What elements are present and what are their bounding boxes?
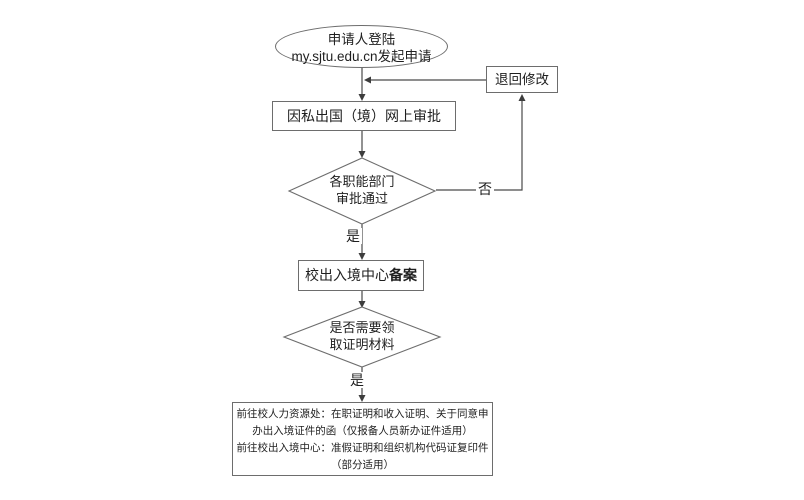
node-start-terminal: 申请人登陆 my.sjtu.edu.cn发起申请	[275, 25, 448, 68]
dept-approval-line2: 审批通过	[335, 190, 388, 206]
arrowhead-materials-to-final	[358, 395, 366, 402]
need-materials-line2: 取证明材料	[329, 336, 395, 352]
start-line1: 申请人登陆	[327, 32, 396, 47]
final-info-line4: （部分适用）	[331, 459, 394, 471]
node-return-revise: 退回修改	[486, 66, 558, 93]
need-materials-line1: 是否需要领	[329, 320, 395, 335]
dept-approval-label: 各职能部门 审批通过	[302, 174, 422, 207]
branch-label-materials-yes: 是	[348, 372, 366, 388]
branch-label-approved-no: 否	[476, 181, 494, 197]
arrowhead-online-to-dept	[358, 151, 366, 158]
online-approval-label: 因私出国（境）网上审批	[287, 108, 441, 124]
node-online-approval: 因私出国（境）网上审批	[272, 101, 456, 131]
center-filing-text: 校出入境中心	[305, 267, 389, 283]
diamond-dept-approval	[287, 157, 437, 225]
arrowhead-return-to-flow	[364, 76, 371, 84]
return-revise-label: 退回修改	[495, 72, 549, 87]
connector-dept-no-to-return	[436, 100, 523, 191]
dept-approval-line1: 各职能部门	[329, 174, 395, 189]
arrowhead-dept-no-to-return	[518, 94, 526, 101]
branch-label-approved-yes: 是	[344, 228, 362, 244]
arrowhead-filing-to-materials	[358, 301, 366, 308]
center-filing-bold-text: 备案	[389, 267, 417, 283]
arrowhead-dept-to-filing	[358, 253, 366, 260]
need-materials-label: 是否需要领 取证明材料	[292, 320, 432, 353]
final-info-line2: 办出入境证件的函（仅报备人员新办证件适用）	[252, 425, 473, 437]
arrowhead-start-to-online	[358, 94, 366, 101]
node-center-filing: 校出入境中心备案	[298, 260, 424, 291]
final-info-line1: 前往校人力资源处：在职证明和收入证明、关于同意申	[236, 408, 489, 420]
node-final-info: 前往校人力资源处：在职证明和收入证明、关于同意申 办出入境证件的函（仅报备人员新…	[232, 402, 493, 476]
final-info-line3: 前往校出入境中心：准假证明和组织机构代码证复印件	[236, 442, 489, 454]
diamond-need-materials	[282, 306, 442, 368]
start-line2: my.sjtu.edu.cn发起申请	[291, 49, 432, 64]
